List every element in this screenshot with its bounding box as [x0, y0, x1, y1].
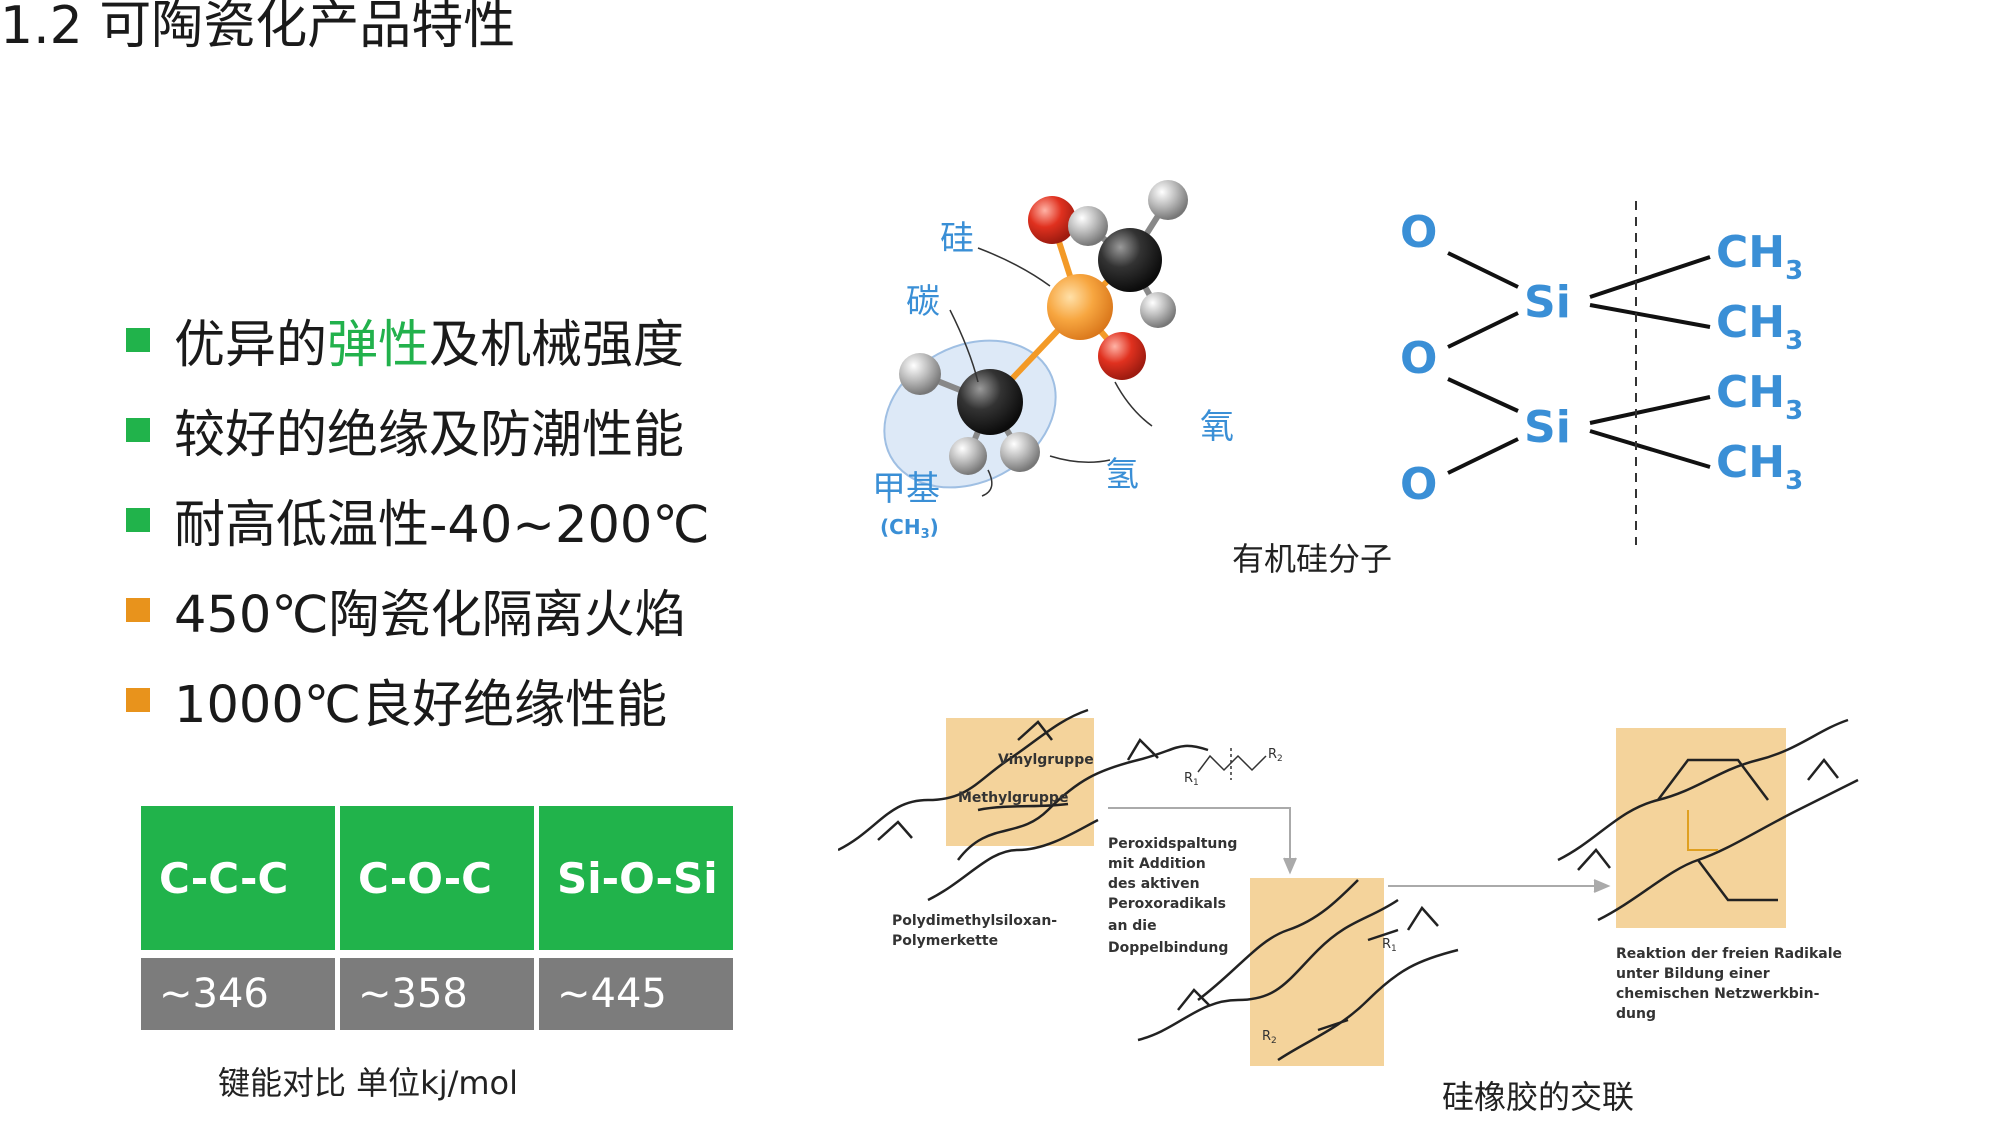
methyl-symbol: CH3: [1716, 367, 1803, 426]
table-header-cell: C-O-C: [340, 806, 534, 950]
bullet-elasticity: 优异的弹性及机械强度: [126, 305, 684, 375]
oxygen-symbol: O: [1400, 207, 1437, 258]
carbon-atom: [1098, 228, 1162, 292]
oxygen-atom: [1098, 332, 1146, 380]
chain-label-line: Polymerkette: [892, 933, 998, 949]
bullet-highlight: 弹性: [327, 316, 430, 375]
peroxide-label-line: Peroxoradikals: [1108, 896, 1226, 912]
table-row: ~346 ~358 ~445: [141, 958, 733, 1030]
siloxane-structural-formula: O O O Si Si CH3 CH3 CH3 CH3: [1400, 201, 1803, 545]
slide-title: 1.2 可陶瓷化产品特性: [0, 0, 516, 56]
silicon-atom: [1047, 274, 1113, 340]
oxygen-symbol: O: [1400, 459, 1437, 510]
bullet-ceramify: 450℃陶瓷化隔离火焰: [126, 575, 686, 645]
chain-label-line: Polydimethylsiloxan-: [892, 913, 1057, 929]
reaction-arrows: [1108, 807, 1611, 893]
methyl-symbol: CH3: [1716, 297, 1803, 356]
organosilicon-molecule-illustration: 硅 碳 氧 氢 甲基 (CH3): [872, 180, 1234, 542]
reaction-label-line: dung: [1616, 1006, 1656, 1022]
r2-label: R2: [1262, 1029, 1277, 1046]
bond-energy-table: C-C-C C-O-C Si-O-Si ~346 ~358 ~445: [136, 806, 738, 1030]
peroxide-label-line: Peroxidspaltung: [1108, 836, 1237, 852]
table-cell: ~346: [141, 958, 335, 1030]
bullet-text: 耐高低温性-40~200℃: [174, 496, 710, 555]
table-cell: ~358: [340, 958, 534, 1030]
peroxide-reaction-box: [1250, 878, 1384, 1066]
green-square-bullet-icon: [126, 418, 150, 442]
bond-table-caption: 键能对比 单位kj/mol: [218, 1064, 519, 1102]
table-cell: ~445: [539, 958, 733, 1030]
hydrogen-label: 氢: [1105, 455, 1139, 495]
reaction-label-line: Reaktion der freien Radikale: [1616, 946, 1842, 962]
peroxide-label-line: mit Addition: [1108, 856, 1206, 872]
bullet-text: 1000℃良好绝缘性能: [174, 676, 668, 735]
methyl-label: 甲基: [872, 469, 940, 509]
peroxide-label-line: an die: [1108, 918, 1157, 934]
r2-label: R2: [1268, 747, 1283, 764]
hydrogen-atom: [1068, 206, 1108, 246]
hydrogen-atom: [949, 437, 987, 475]
silicon-label: 硅: [940, 219, 974, 259]
r1-label: R1: [1184, 771, 1199, 788]
hydrogen-atom: [1148, 180, 1188, 220]
polymer-chains: [838, 708, 1859, 1062]
oxygen-symbol: O: [1400, 333, 1437, 384]
methyl-carbon-atom: [957, 369, 1023, 435]
methyl-symbol: CH3: [1716, 227, 1803, 286]
hydrogen-atom: [899, 353, 941, 395]
methyl-formula: (CH3): [880, 515, 939, 542]
methyl-symbol: CH3: [1716, 437, 1803, 496]
carbon-label: 碳: [906, 282, 940, 322]
peroxide-label-line: Doppelbindung: [1108, 940, 1228, 956]
methyl-group-label: Methylgruppe: [958, 790, 1068, 806]
silicon-symbol: Si: [1524, 277, 1571, 328]
peroxide-formula: R1 R2 R1 R2: [1184, 747, 1397, 1046]
r1-label: R1: [1382, 937, 1397, 954]
reaction-label-line: unter Bildung einer: [1616, 966, 1770, 982]
hydrogen-atom: [1140, 292, 1176, 328]
orange-square-bullet-icon: [126, 688, 150, 712]
bullet-high-temp-insulation: 1000℃良好绝缘性能: [126, 665, 667, 735]
table-header-row: C-C-C C-O-C Si-O-Si: [141, 806, 733, 950]
silicon-symbol: Si: [1524, 402, 1571, 453]
bullet-text-tail: 及机械强度: [429, 316, 685, 375]
vinyl-group-label: Vinylgruppe: [998, 752, 1094, 768]
peroxide-label-line: des aktiven: [1108, 876, 1200, 892]
table-header-cell: Si-O-Si: [539, 806, 733, 950]
network-box: [1616, 728, 1786, 928]
bullet-text: 优异的: [174, 316, 328, 375]
crosslinking-diagram: Vinylgruppe Methylgruppe Polydimethylsil…: [838, 708, 1859, 1066]
green-square-bullet-icon: [126, 508, 150, 532]
molecule-caption: 有机硅分子: [1232, 540, 1393, 578]
structure-bonds: [1447, 251, 1711, 475]
orange-square-bullet-icon: [126, 598, 150, 622]
bullet-text: 450℃陶瓷化隔离火焰: [174, 586, 686, 645]
bullet-temperature: 耐高低温性-40~200℃: [126, 485, 710, 555]
oxygen-label: 氧: [1200, 407, 1234, 447]
reaction-label-line: chemischen Netzwerkbin-: [1616, 986, 1820, 1002]
bullet-text: 较好的绝缘及防潮性能: [174, 406, 685, 465]
table-header-cell: C-C-C: [141, 806, 335, 950]
green-square-bullet-icon: [126, 328, 150, 352]
oxygen-atom-top: [1028, 196, 1076, 244]
crosslinking-caption: 硅橡胶的交联: [1442, 1078, 1635, 1116]
hydrogen-atom: [1000, 432, 1040, 472]
bullet-insulation: 较好的绝缘及防潮性能: [126, 395, 684, 465]
